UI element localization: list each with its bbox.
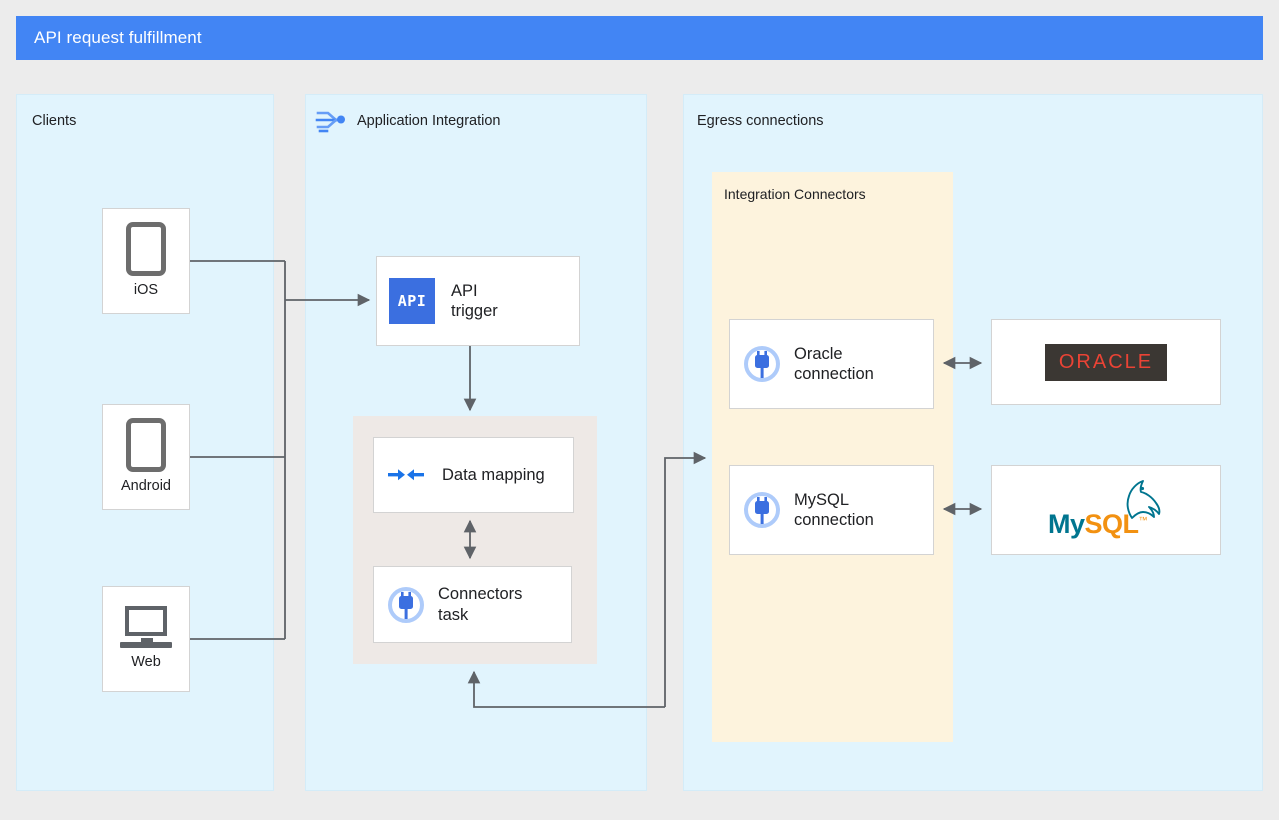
client-label: Web [131,654,161,671]
laptop-icon [120,606,172,649]
panel-egress-connections-label: Egress connections [697,113,824,129]
node-label: Data mapping [442,465,545,484]
logo-card-oracle: ORACLE [991,319,1221,405]
mysql-logo-tm: ™ [1138,515,1148,525]
client-label: Android [121,478,171,495]
connector-plug-icon [744,492,780,528]
panel-clients-label: Clients [32,113,77,129]
node-label: Oracle connection [794,344,874,383]
connector-plug-icon [388,586,424,623]
node-oracle-connection[interactable]: Oracle connection [729,319,934,409]
api-icon-text: API [397,292,427,310]
client-card-web[interactable]: Web [102,586,190,692]
mysql-logo: MySQL™ [1046,478,1166,542]
panel-integration-connectors [712,172,953,742]
phone-icon [126,418,166,473]
panel-application-integration-label: Application Integration [357,113,501,129]
mysql-dolphin-icon [1126,480,1161,519]
panel-integration-connectors-label: Integration Connectors [724,186,866,202]
phone-icon [126,222,166,277]
node-mysql-connection[interactable]: MySQL connection [729,465,934,555]
node-api-trigger[interactable]: API API trigger [376,256,580,346]
page-title: API request fulfillment [34,28,202,47]
oracle-logo: ORACLE [1044,343,1168,381]
data-mapping-icon [388,469,424,481]
mysql-logo-sql: SQL [1084,509,1140,539]
client-label: iOS [133,282,159,299]
node-label: API trigger [451,281,498,320]
node-label: MySQL connection [794,490,874,529]
mysql-logo-my: My [1048,509,1085,539]
node-data-mapping[interactable]: Data mapping [373,437,574,513]
application-integration-icon [315,106,349,136]
node-label: Connectors task [438,585,523,624]
client-card-android[interactable]: Android [102,404,190,510]
connector-plug-icon [744,346,780,382]
client-card-ios[interactable]: iOS [102,208,190,314]
logo-card-mysql: MySQL™ [991,465,1221,555]
title-bar: API request fulfillment [16,16,1263,60]
node-connectors-task[interactable]: Connectors task [373,566,572,643]
api-icon: API [389,278,435,324]
oracle-logo-text: ORACLE [1058,350,1154,373]
